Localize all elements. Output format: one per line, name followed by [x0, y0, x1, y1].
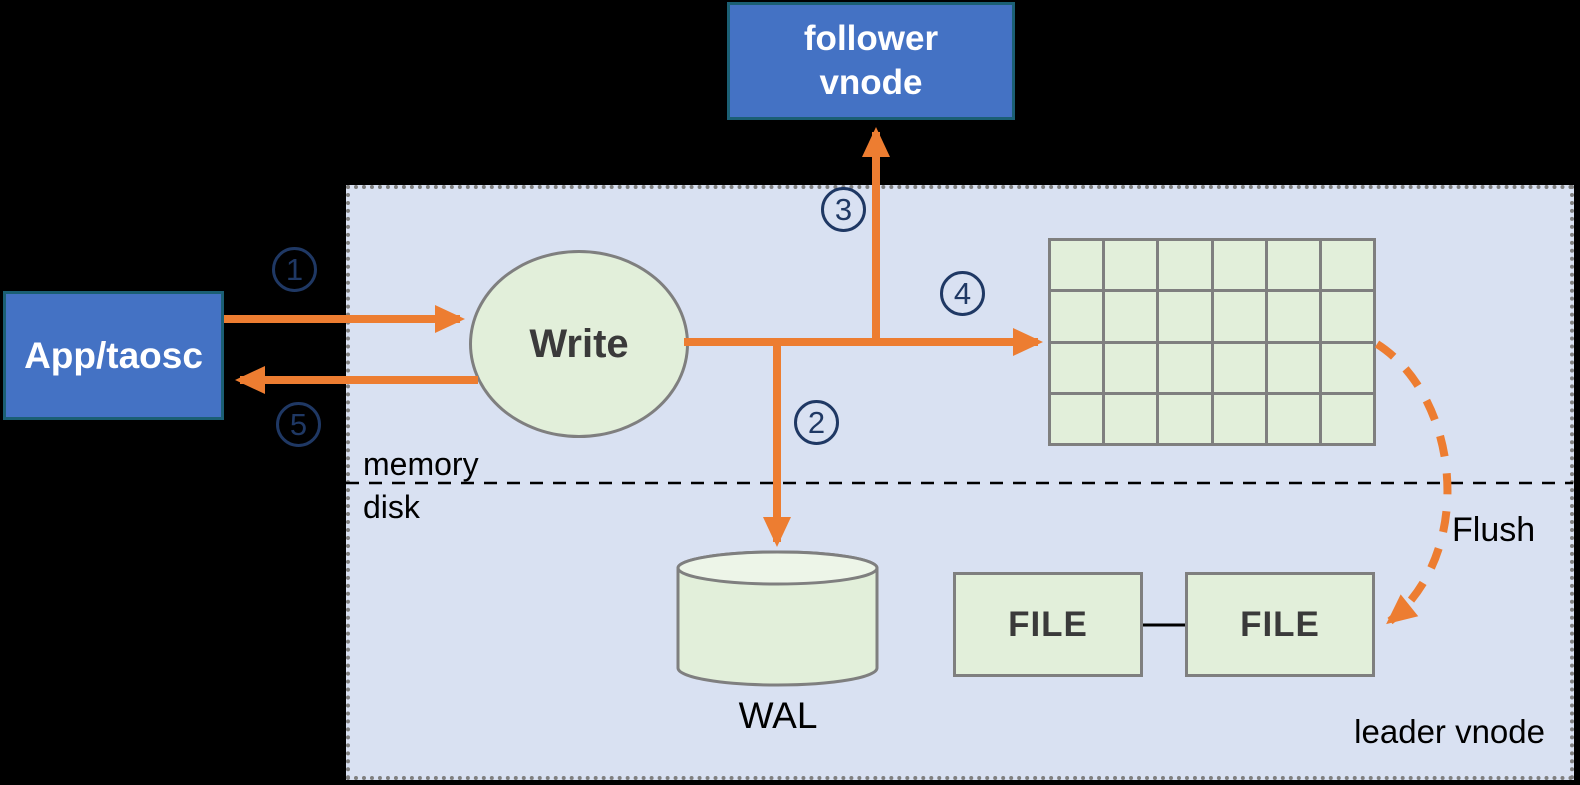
memtable-grid: [1048, 238, 1376, 446]
memtable-cell: [1321, 394, 1373, 443]
memtable-cell: [1105, 241, 1157, 290]
memtable-cell: [1321, 343, 1373, 392]
memtable-cell: [1213, 241, 1265, 290]
memtable-cell: [1267, 292, 1319, 341]
file-box-right: FILE: [1185, 572, 1375, 677]
file-left-label: FILE: [1008, 604, 1088, 644]
memtable-cell: [1051, 292, 1103, 341]
leader-vnode-label: leader vnode: [1354, 713, 1545, 750]
memtable-cell: [1213, 343, 1265, 392]
app-taosc-label: App/taosc: [24, 334, 203, 376]
memtable-cell: [1321, 292, 1373, 341]
memtable-cell: [1051, 343, 1103, 392]
memtable-cell: [1159, 241, 1211, 290]
flush-label: Flush: [1452, 511, 1536, 549]
memory-label: memory: [363, 446, 479, 482]
wal-label: WAL: [738, 695, 818, 736]
memtable-cell: [1213, 394, 1265, 443]
memtable-cell: [1159, 394, 1211, 443]
step-badge-3: 3: [821, 187, 866, 232]
step-badge-1: 1: [272, 247, 317, 292]
write-circle: Write: [469, 250, 689, 438]
follower-vnode-box: follower vnode: [727, 2, 1015, 120]
memtable-cell: [1105, 343, 1157, 392]
memtable-cell: [1321, 241, 1373, 290]
step-badge-4: 4: [940, 271, 985, 316]
file-box-left: FILE: [953, 572, 1143, 677]
memtable-cell: [1267, 343, 1319, 392]
memtable-cell: [1051, 394, 1103, 443]
write-label: Write: [529, 321, 629, 366]
memtable-cell: [1213, 292, 1265, 341]
step-badge-5: 5: [276, 402, 321, 447]
memtable-cell: [1267, 241, 1319, 290]
follower-vnode-label-line2: vnode: [819, 63, 923, 102]
memtable-cell: [1159, 343, 1211, 392]
app-taosc-box: App/taosc: [3, 291, 224, 420]
memtable-cell: [1051, 241, 1103, 290]
memtable-cell: [1159, 292, 1211, 341]
memtable-cell: [1267, 394, 1319, 443]
memtable-cell: [1105, 394, 1157, 443]
file-right-label: FILE: [1240, 604, 1320, 644]
follower-vnode-label-line1: follower: [803, 19, 939, 58]
disk-label: disk: [363, 489, 420, 525]
memtable-cell: [1105, 292, 1157, 341]
step-badge-2: 2: [794, 400, 839, 445]
